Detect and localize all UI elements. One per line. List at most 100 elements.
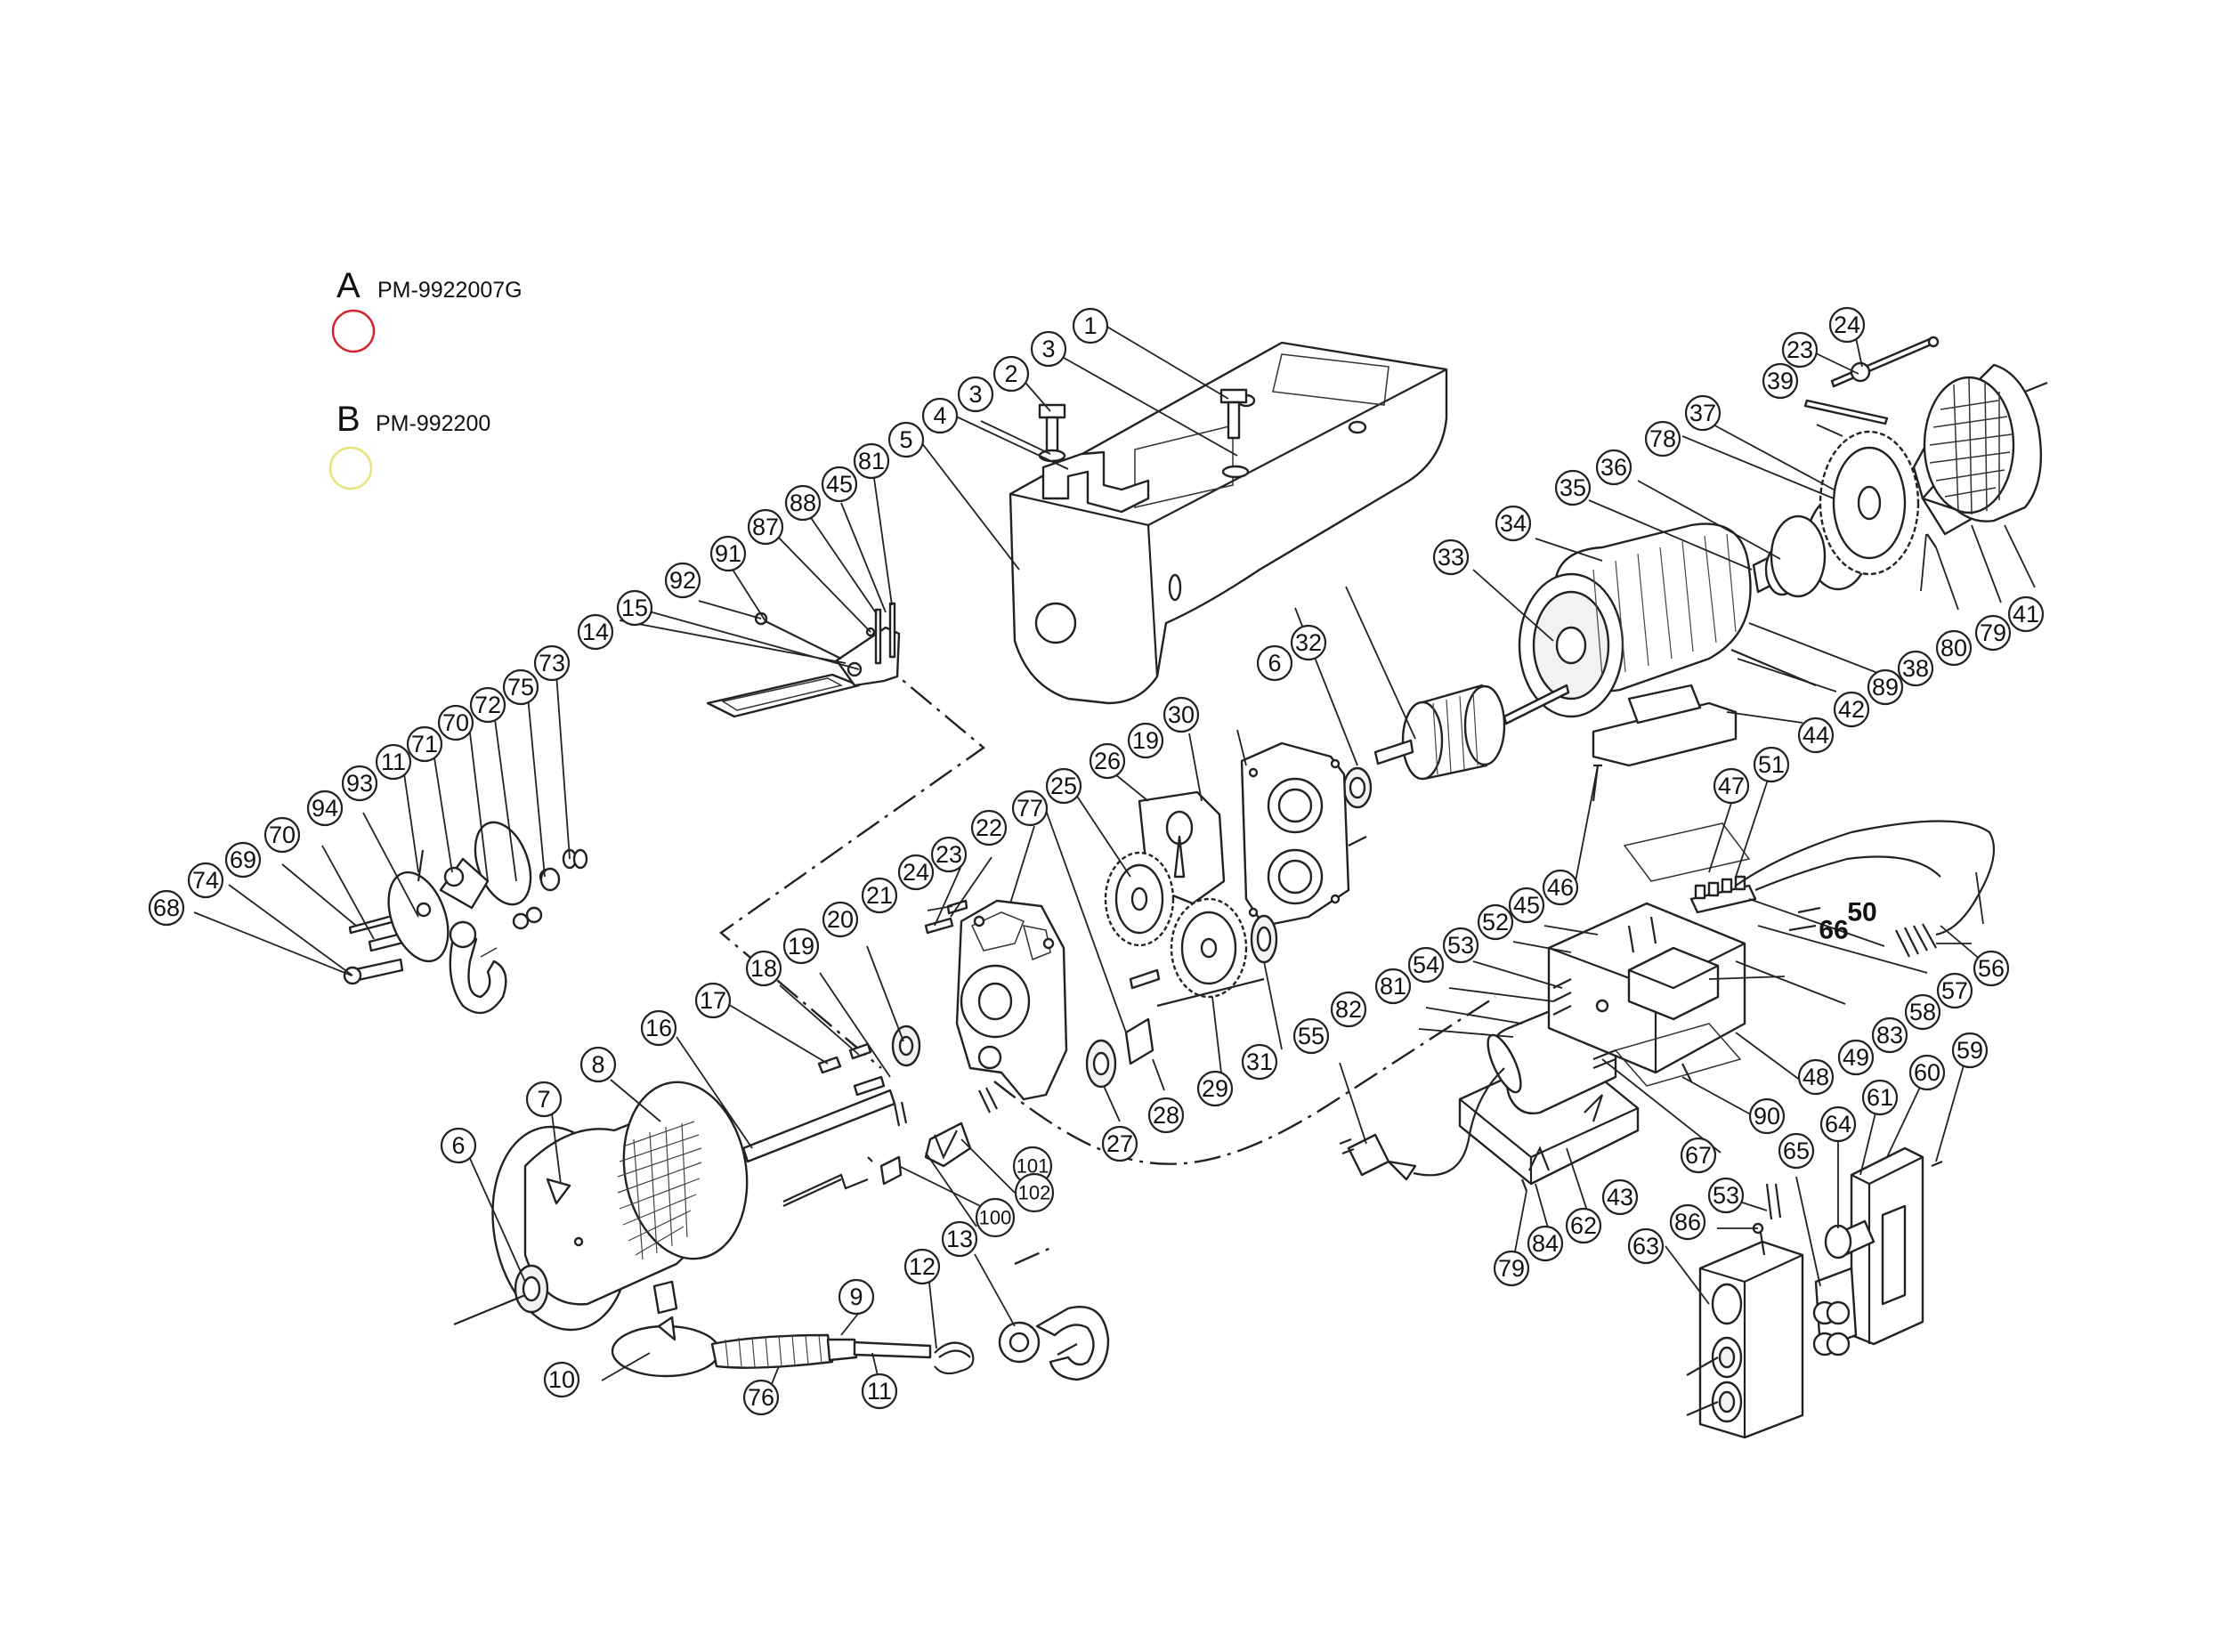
svg-text:54: 54 bbox=[1413, 952, 1439, 978]
legend-entry-b: B PM-992200 bbox=[328, 400, 490, 490]
svg-text:63: 63 bbox=[1632, 1233, 1659, 1259]
control-box bbox=[1547, 764, 1996, 1087]
gearbox-housing bbox=[1138, 741, 1367, 927]
callout-37: 37 bbox=[1684, 394, 1722, 432]
svg-text:34: 34 bbox=[1500, 510, 1527, 537]
svg-text:19: 19 bbox=[788, 933, 814, 960]
svg-text:92: 92 bbox=[669, 567, 696, 594]
callout-14: 14 bbox=[577, 613, 614, 651]
callouts: 1 2 3 3 4 5 14 15 92 91 87 88 45 81 73 7… bbox=[148, 306, 2045, 1416]
callout-102: 102 bbox=[1014, 1172, 1055, 1213]
gear-set bbox=[1085, 851, 1278, 1089]
svg-text:67: 67 bbox=[1685, 1142, 1712, 1169]
callout-52: 52 bbox=[1477, 903, 1514, 941]
callout-10: 10 bbox=[543, 1361, 580, 1398]
svg-text:88: 88 bbox=[790, 490, 816, 516]
svg-text:1: 1 bbox=[1083, 312, 1097, 339]
svg-text:53: 53 bbox=[1713, 1182, 1739, 1209]
svg-text:86: 86 bbox=[1674, 1209, 1701, 1235]
callout-56: 56 bbox=[1973, 950, 2010, 987]
callout-25: 25 bbox=[1045, 767, 1082, 805]
svg-text:83: 83 bbox=[1876, 1022, 1903, 1049]
svg-text:6: 6 bbox=[1268, 650, 1281, 676]
svg-text:31: 31 bbox=[1246, 1049, 1273, 1075]
svg-text:9: 9 bbox=[849, 1284, 863, 1310]
svg-text:79: 79 bbox=[1498, 1255, 1525, 1282]
svg-text:74: 74 bbox=[192, 867, 219, 894]
callout-17: 17 bbox=[694, 982, 732, 1019]
limit-switch-parts bbox=[782, 1087, 998, 1207]
callout-35: 35 bbox=[1554, 469, 1592, 506]
callout-74: 74 bbox=[187, 862, 224, 899]
svg-text:6: 6 bbox=[451, 1132, 465, 1159]
svg-text:27: 27 bbox=[1106, 1130, 1133, 1157]
callout-27: 27 bbox=[1101, 1125, 1138, 1162]
rotor bbox=[1342, 684, 1570, 809]
callout-31: 31 bbox=[1241, 1043, 1278, 1081]
callout-58: 58 bbox=[1904, 993, 1941, 1031]
svg-text:82: 82 bbox=[1335, 996, 1362, 1023]
legend-entry-a: A PM-9922007G bbox=[331, 266, 523, 353]
svg-text:81: 81 bbox=[858, 448, 885, 474]
callout-87: 87 bbox=[747, 508, 784, 546]
fan-cover-assembly bbox=[1752, 336, 2048, 598]
callout-38: 38 bbox=[1897, 650, 1934, 687]
callout-81a: 81 bbox=[853, 442, 890, 480]
callout-68: 68 bbox=[148, 889, 185, 927]
legend-letter-b: B bbox=[336, 400, 361, 439]
svg-text:77: 77 bbox=[1017, 795, 1043, 822]
callout-26: 26 bbox=[1089, 742, 1126, 780]
callout-44: 44 bbox=[1797, 717, 1835, 754]
callout-50: 50 bbox=[1847, 898, 1876, 927]
callout-18: 18 bbox=[745, 950, 782, 987]
callout-19a: 19 bbox=[1127, 722, 1164, 759]
svg-text:72: 72 bbox=[474, 692, 501, 718]
callout-1: 1 bbox=[1072, 307, 1109, 344]
svg-text:3: 3 bbox=[1041, 336, 1055, 362]
svg-text:65: 65 bbox=[1783, 1138, 1810, 1164]
switch-pendant bbox=[1686, 1146, 1943, 1439]
svg-text:57: 57 bbox=[1941, 977, 1968, 1004]
legend-code-b: PM-992200 bbox=[376, 411, 490, 436]
svg-text:81: 81 bbox=[1380, 973, 1406, 1000]
svg-text:25: 25 bbox=[1050, 773, 1077, 799]
svg-text:33: 33 bbox=[1438, 544, 1464, 571]
callout-64: 64 bbox=[1819, 1105, 1857, 1143]
callout-59: 59 bbox=[1951, 1032, 1989, 1069]
svg-text:44: 44 bbox=[1803, 722, 1829, 749]
legend-letter-a: A bbox=[336, 266, 361, 305]
svg-text:7: 7 bbox=[537, 1086, 550, 1113]
callout-83: 83 bbox=[1871, 1016, 1908, 1054]
callout-8: 8 bbox=[579, 1046, 617, 1083]
callout-90: 90 bbox=[1748, 1097, 1786, 1135]
callout-5: 5 bbox=[887, 421, 925, 458]
svg-text:76: 76 bbox=[748, 1384, 774, 1411]
callout-3b: 3 bbox=[957, 376, 994, 413]
svg-text:69: 69 bbox=[230, 846, 256, 873]
svg-text:12: 12 bbox=[909, 1253, 936, 1280]
svg-text:13: 13 bbox=[946, 1226, 973, 1252]
svg-text:10: 10 bbox=[548, 1366, 575, 1393]
svg-text:37: 37 bbox=[1689, 400, 1716, 426]
callout-67: 67 bbox=[1680, 1137, 1717, 1174]
svg-text:24: 24 bbox=[1834, 312, 1860, 338]
svg-text:32: 32 bbox=[1295, 629, 1322, 656]
callout-61: 61 bbox=[1861, 1079, 1899, 1116]
callout-73: 73 bbox=[533, 644, 571, 682]
svg-text:94: 94 bbox=[312, 795, 338, 822]
callout-20: 20 bbox=[822, 901, 859, 938]
callout-79b: 79 bbox=[1493, 1250, 1530, 1287]
svg-text:58: 58 bbox=[1909, 999, 1936, 1025]
callout-48: 48 bbox=[1797, 1058, 1835, 1096]
callout-42: 42 bbox=[1833, 691, 1870, 728]
callout-70b: 70 bbox=[263, 816, 301, 854]
callout-93: 93 bbox=[341, 765, 378, 802]
power-cord bbox=[1339, 1067, 1505, 1181]
svg-text:36: 36 bbox=[1600, 454, 1627, 481]
svg-text:89: 89 bbox=[1872, 674, 1899, 700]
svg-text:80: 80 bbox=[1940, 635, 1967, 661]
callout-45b: 45 bbox=[1508, 887, 1545, 924]
callout-79a: 79 bbox=[1974, 614, 2012, 652]
callout-24b: 24 bbox=[897, 854, 935, 891]
